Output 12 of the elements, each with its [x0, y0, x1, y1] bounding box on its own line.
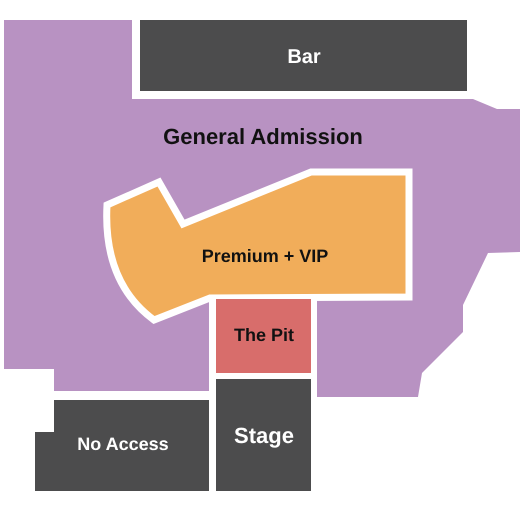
section-label: Stage — [234, 424, 294, 448]
section-label: Bar — [287, 46, 321, 68]
section-label: General Admission — [163, 124, 363, 150]
section-label: Premium + VIP — [202, 247, 328, 267]
stage-area — [216, 379, 311, 491]
section-label: No Access — [77, 435, 169, 455]
pit-area — [216, 299, 311, 373]
restricted-area — [35, 400, 209, 491]
section-label: The Pit — [234, 326, 294, 346]
seating-section — [100, 168, 413, 324]
seating-area — [4, 20, 520, 398]
bar-area — [140, 20, 467, 91]
